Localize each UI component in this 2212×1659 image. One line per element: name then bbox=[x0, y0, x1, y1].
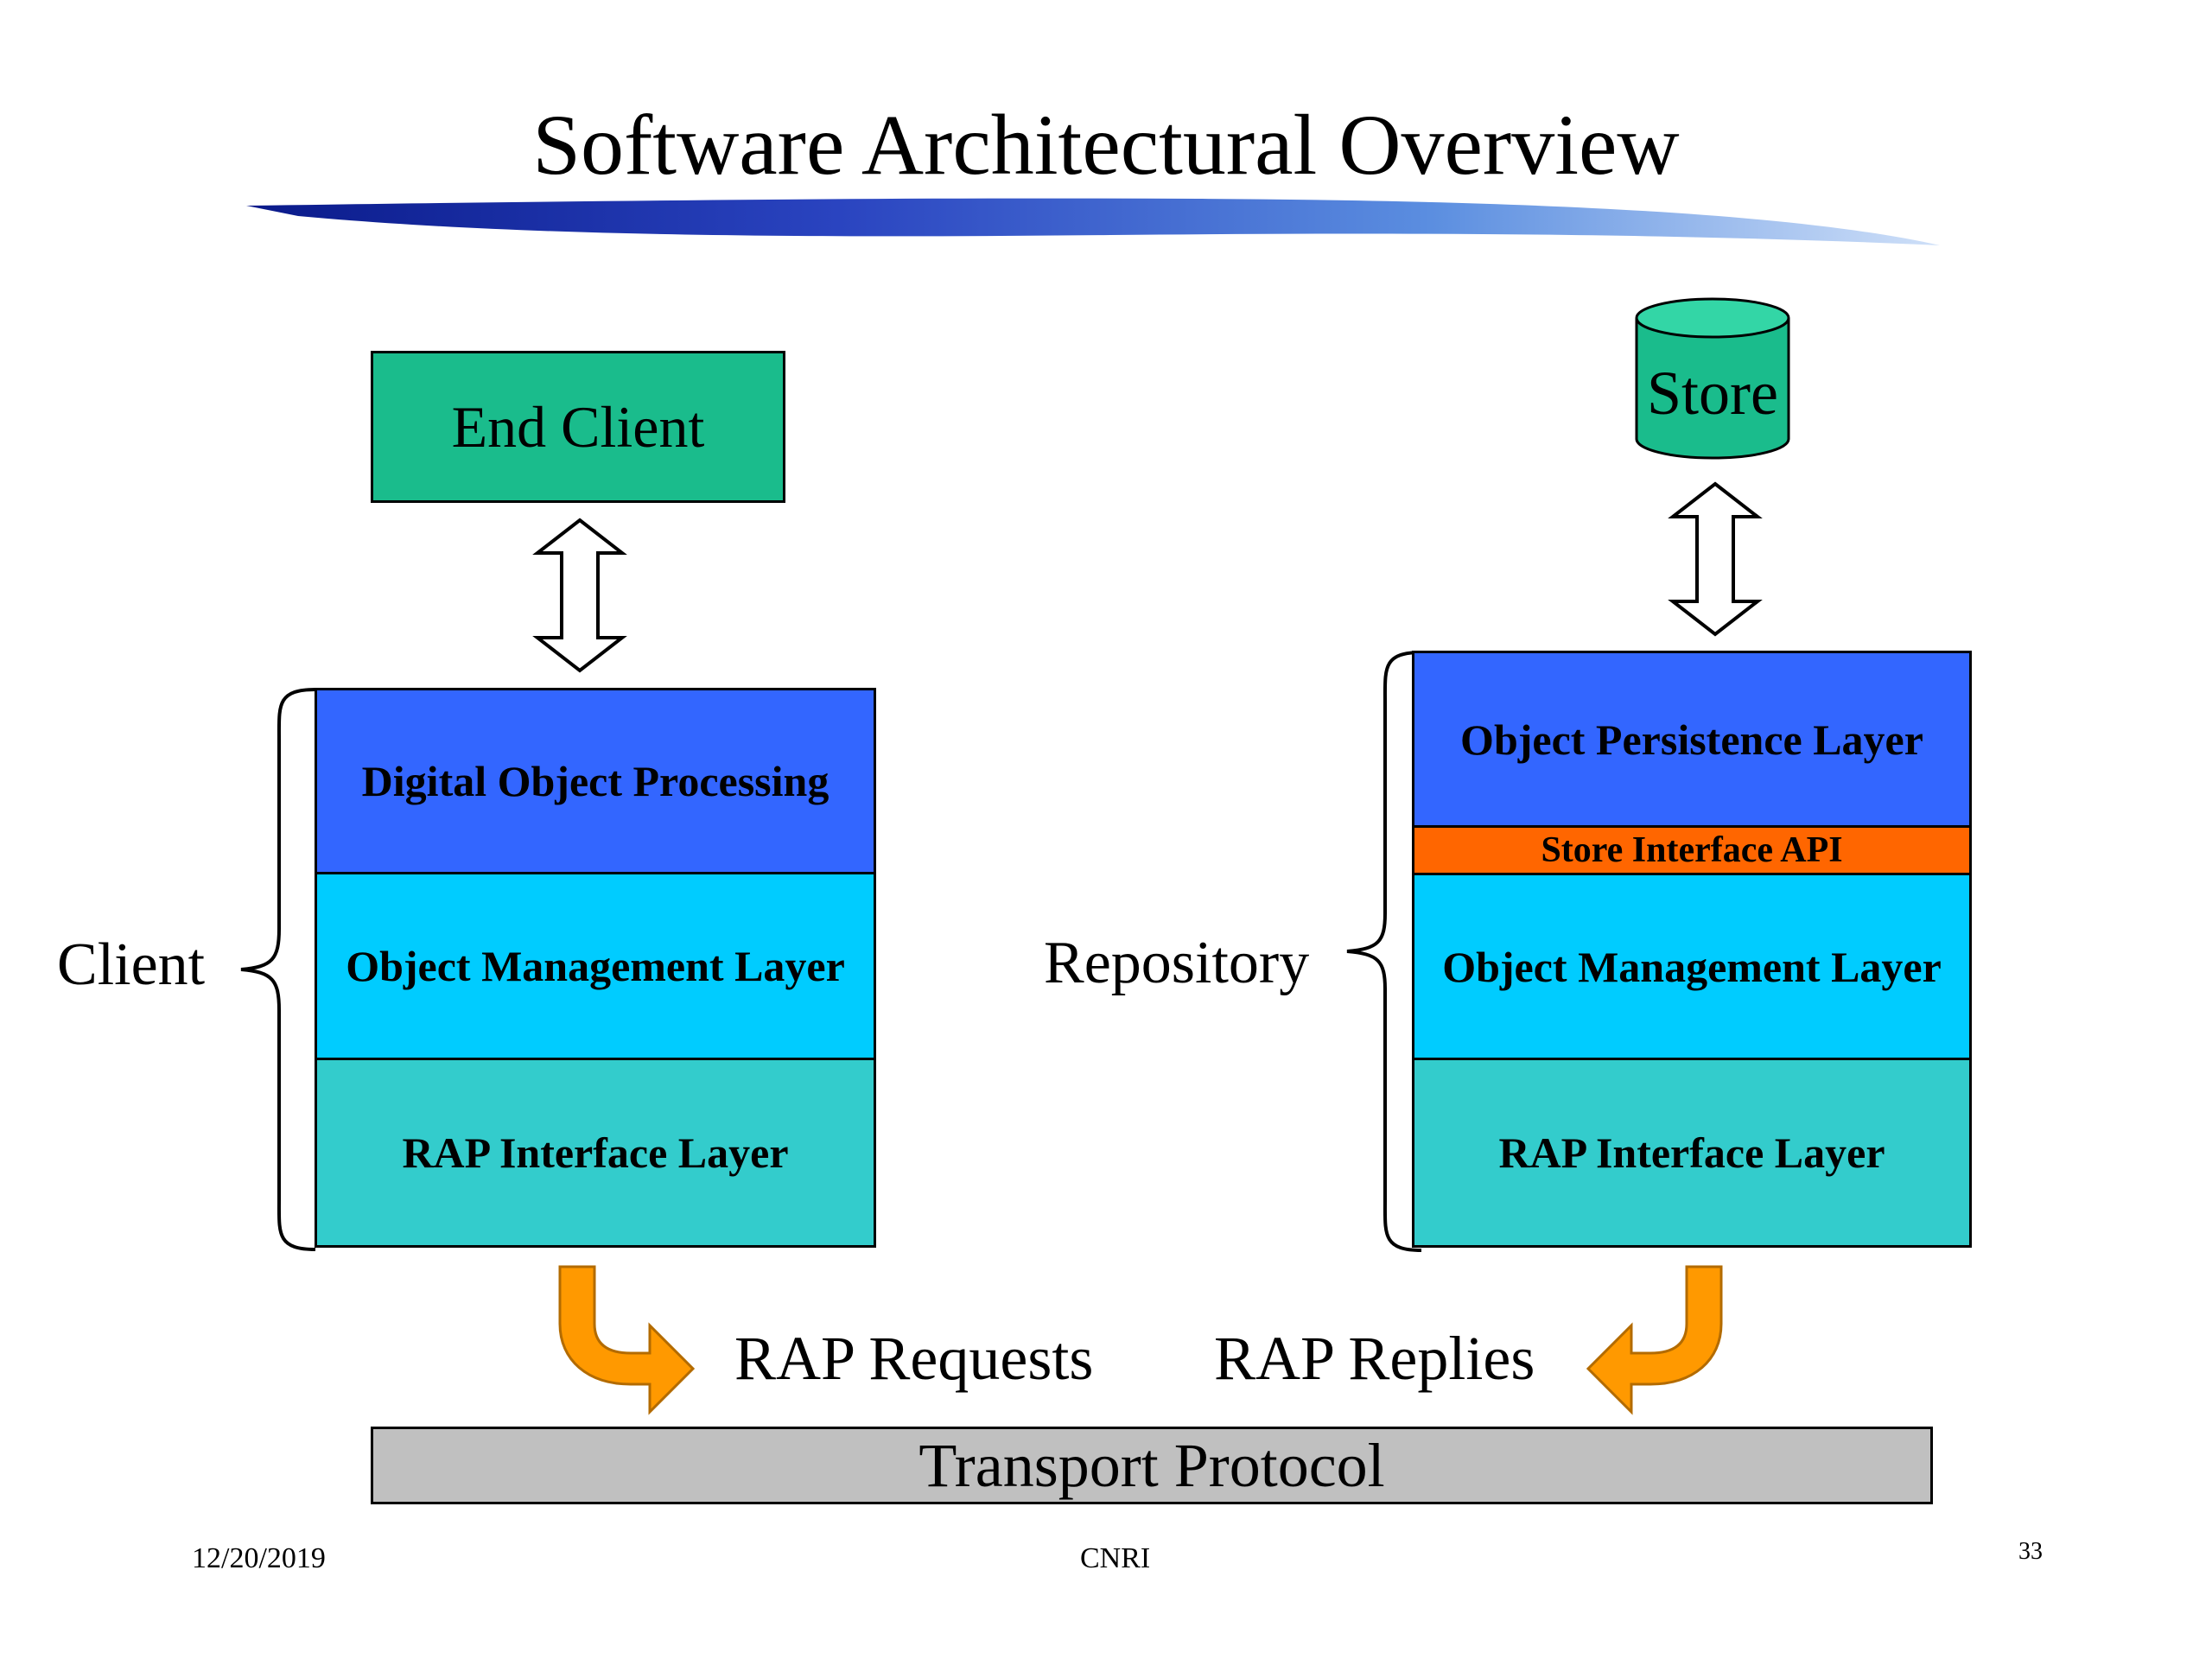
store-label: Store bbox=[1647, 358, 1778, 428]
client-rap-interface-layer: RAP Interface Layer bbox=[315, 1058, 876, 1248]
repository-rap-interface-layer: RAP Interface Layer bbox=[1412, 1058, 1972, 1248]
rap-replies-arrow-icon bbox=[1586, 1265, 1723, 1415]
store-cylinder-icon bbox=[1635, 297, 1790, 460]
client-object-management-layer: Object Management Layer bbox=[315, 872, 876, 1060]
transport-protocol-bar: Transport Protocol bbox=[371, 1427, 1933, 1504]
repository-object-persistence-layer: Object Persistence Layer bbox=[1412, 651, 1972, 828]
client-digital-object-processing-layer: Digital Object Processing bbox=[315, 688, 876, 874]
title-underline-swoosh bbox=[246, 198, 1940, 245]
repository-label: Repository bbox=[1044, 930, 1310, 996]
repository-brace bbox=[1346, 651, 1422, 1252]
footer-page-number: 33 bbox=[2018, 1538, 2043, 1565]
client-brace bbox=[240, 688, 316, 1251]
end-client-box: End Client bbox=[371, 351, 785, 503]
repository-object-management-layer: Object Management Layer bbox=[1412, 873, 1972, 1060]
bidirectional-arrow-icon bbox=[1668, 481, 1763, 637]
client-label: Client bbox=[57, 931, 206, 998]
footer-date: 12/20/2019 bbox=[192, 1542, 326, 1574]
rap-requests-label: RAP Requests bbox=[734, 1324, 1094, 1393]
page-title: Software Architectural Overview bbox=[532, 97, 1680, 193]
rap-replies-label: RAP Replies bbox=[1214, 1324, 1535, 1393]
footer-organization: CNRI bbox=[1080, 1542, 1151, 1574]
store-interface-api-layer: Store Interface API bbox=[1412, 825, 1972, 875]
rap-requests-arrow-icon bbox=[558, 1265, 696, 1415]
bidirectional-arrow-icon bbox=[532, 518, 627, 673]
